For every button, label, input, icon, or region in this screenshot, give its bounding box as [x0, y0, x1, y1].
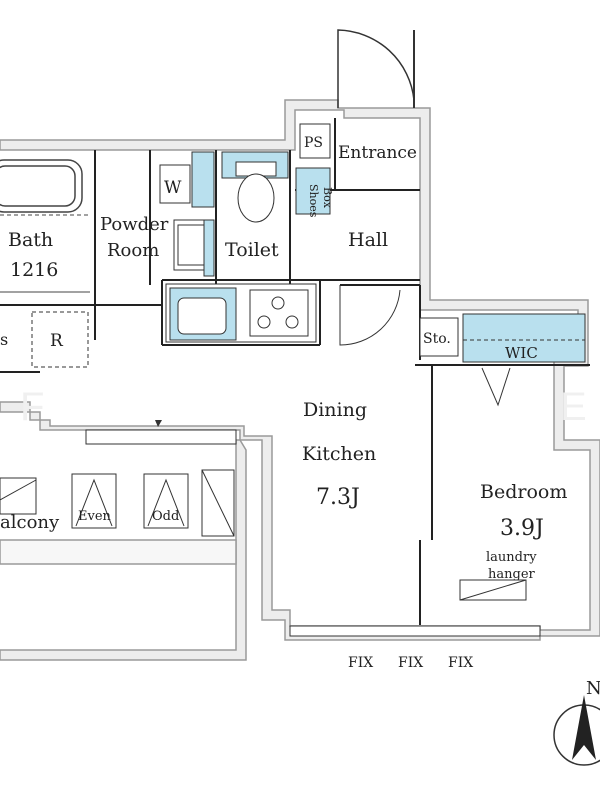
fix-window-strip [289, 625, 541, 637]
odd-label: Odd [152, 509, 179, 524]
watermark: F E [20, 385, 587, 429]
hall-door-swing [339, 285, 401, 346]
dining-label-2: Kitchen [302, 443, 376, 465]
svg-text:E: E [560, 385, 587, 429]
wic-box [462, 313, 586, 363]
balcony-unit [71, 473, 117, 529]
powder-label-2: Room [107, 240, 159, 261]
balcony-window [85, 429, 237, 445]
svg-text:F: F [20, 385, 44, 429]
north-label: N [586, 678, 600, 699]
shoes-label-1: Shoes [307, 184, 320, 218]
laundry-label-1: laundry [486, 550, 537, 565]
dining-label-1: Dining [303, 399, 367, 421]
refrigerator-label: R [50, 331, 64, 351]
balcony-unit [143, 473, 189, 529]
entry-door-swing [337, 29, 415, 108]
north-compass: N [553, 678, 600, 766]
bathtub [0, 159, 83, 213]
wic-label: WIC [505, 344, 538, 362]
cooktop [249, 289, 309, 337]
bedroom-size: 3.9J [500, 516, 544, 541]
fix-label: FIX [398, 655, 423, 671]
washer-box [159, 164, 191, 204]
bath-label: Bath [8, 229, 53, 251]
left-cut-label: s [0, 330, 8, 349]
shoes-box [295, 167, 331, 215]
balcony-label: alcony [0, 512, 60, 533]
toilet-label: Toilet [225, 239, 279, 261]
bath-size: 1216 [10, 259, 58, 281]
washer-label: W [164, 178, 182, 198]
laundry-label-2: hanger [488, 567, 536, 582]
entrance-label: Entrance [338, 143, 417, 163]
powder-label-1: Powder [100, 214, 169, 235]
even-label: Even [78, 509, 112, 524]
bedroom-label: Bedroom [480, 481, 567, 503]
fix-label: FIX [348, 655, 373, 671]
toilet-bowl [237, 173, 275, 223]
dining-size: 7.3J [316, 485, 360, 510]
storage-box [419, 317, 459, 357]
storage-label: Sto. [423, 331, 451, 347]
balcony-unit [0, 477, 37, 515]
shoes-label-2: Box [321, 187, 334, 209]
ps-label: PS [304, 135, 323, 151]
hall-label: Hall [348, 229, 388, 251]
ps-box [299, 123, 331, 159]
fix-label: FIX [448, 655, 473, 671]
refrigerator [31, 311, 89, 368]
